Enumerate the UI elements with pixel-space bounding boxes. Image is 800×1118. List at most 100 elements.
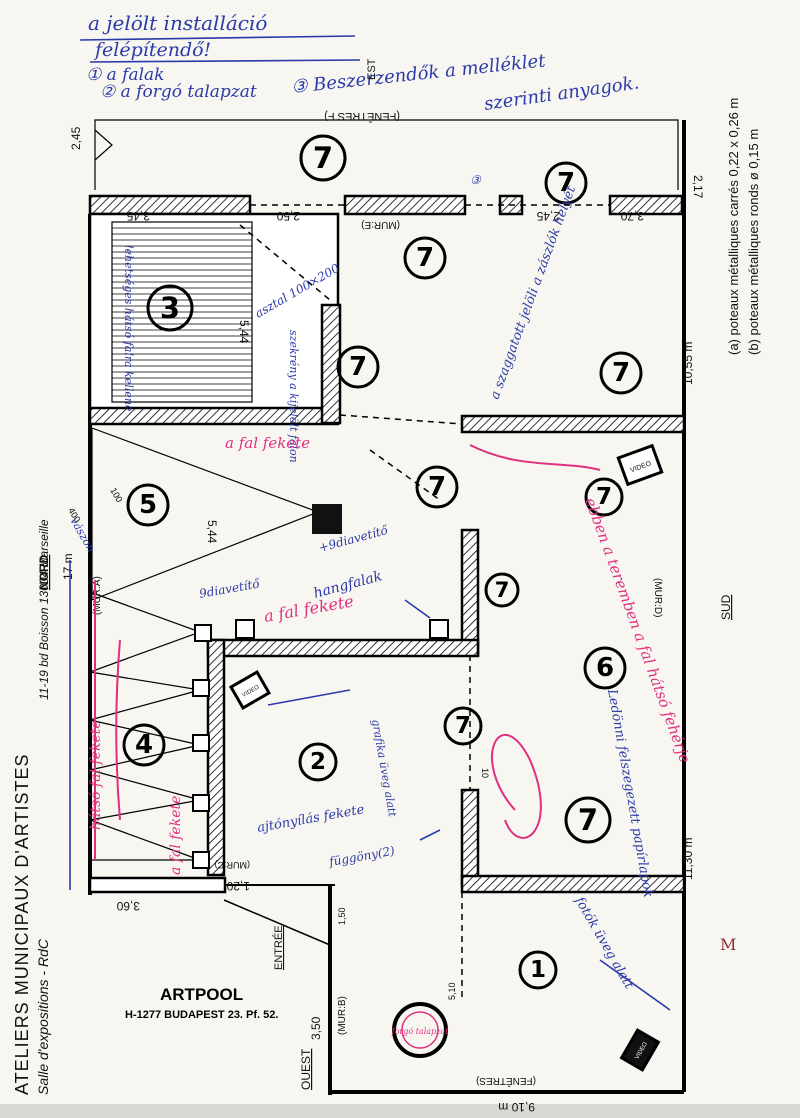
room-number-r7f: 7 bbox=[428, 472, 446, 502]
dimensions: 2,45 2,17 3,45 2,50 2,45 3,70 5,44 5,44 … bbox=[61, 126, 705, 1114]
room-circle-r1 bbox=[518, 950, 558, 990]
scan-border bbox=[0, 1104, 800, 1118]
printed-labels: EST (FENÊTRES F) (MUR:E) (MUR:A) (MUR:D)… bbox=[12, 58, 761, 1095]
note-m: M bbox=[720, 935, 736, 954]
header-line-1: a jelölt installáció bbox=[88, 11, 267, 35]
dim-1055: 10,55 m bbox=[681, 342, 695, 385]
dim-245-mid: 2,45 bbox=[536, 209, 560, 223]
room-number-r4: 4 bbox=[135, 730, 153, 760]
label-mur-b: (MUR:B) bbox=[337, 996, 348, 1035]
room-number-r7j: 7 bbox=[578, 803, 598, 837]
wall-right-lower bbox=[460, 874, 686, 894]
header-line-3: ① a falak bbox=[86, 65, 164, 85]
wall-right-upper bbox=[460, 414, 686, 434]
room-number-r7c: 7 bbox=[416, 243, 434, 273]
label-mur-c: (MUR:C) bbox=[215, 860, 251, 870]
video-monitor-room2: VIDEO bbox=[228, 670, 272, 710]
note-ledonni: Ledönni felszegezett papírlapok bbox=[604, 687, 656, 899]
room-number-r7h: 7 bbox=[495, 578, 510, 602]
room-number-r1: 1 bbox=[530, 957, 546, 983]
label-mur-e: (MUR:E) bbox=[361, 219, 400, 230]
label-est: EST bbox=[366, 58, 378, 80]
projectors bbox=[192, 504, 449, 869]
pen-strokes bbox=[69, 444, 671, 1011]
note-3-circle: ③ bbox=[470, 173, 482, 187]
wall-room4-right bbox=[206, 638, 226, 877]
pedestal-note: forgó talapzat bbox=[391, 1027, 450, 1036]
note-szagzott: a szaggatott jelöli a zászlók helyét bbox=[488, 183, 580, 401]
room-circle-r7b bbox=[544, 161, 588, 205]
dim-17: 17 m bbox=[61, 553, 75, 580]
room-circle-r7c bbox=[403, 236, 447, 280]
note-stairs: lehetséges hátsó falra kellene bbox=[122, 245, 135, 412]
dim-370: 3,70 bbox=[620, 209, 644, 223]
header-line-4: ② a forgó talapzat bbox=[100, 82, 257, 102]
poteaux-a: (a) poteaux métalliques carrés 0,22 x 0,… bbox=[726, 98, 741, 355]
room-circle-r7j bbox=[564, 796, 612, 844]
rotating-pedestal: forgó talapzat bbox=[391, 1002, 450, 1058]
dim-910: 9,10 m bbox=[498, 1100, 535, 1114]
room-circle-r7g bbox=[584, 477, 624, 517]
dim-150: 1,50 bbox=[337, 907, 347, 925]
room-number-r5: 5 bbox=[139, 490, 157, 520]
note-9diavetito-2: 9diavetítő bbox=[198, 576, 261, 600]
dim-1130: 11,30 m bbox=[681, 838, 695, 880]
stamp-address: H-1277 BUDAPEST 23. Pf. 52. bbox=[125, 1009, 278, 1021]
header-line-2: felépítendő! bbox=[93, 39, 211, 61]
note-grafika: grafika üveg alatt bbox=[369, 718, 399, 818]
room-circle-r5 bbox=[126, 483, 170, 527]
header-line-6: szerinti anyagok. bbox=[483, 72, 641, 115]
label-entree: ENTRÉE bbox=[272, 925, 285, 970]
label-salle: Salle d'expositions - RdC bbox=[35, 938, 51, 1095]
room-circle-r2 bbox=[298, 742, 338, 782]
wall-upper-left bbox=[88, 194, 252, 216]
room-number-r3: 3 bbox=[160, 291, 180, 325]
label-address: 11-19 bd Boisson 13004 Marseille bbox=[37, 519, 51, 700]
room-circle-r7e bbox=[599, 351, 643, 395]
note-fotok: fotók üveg alatt bbox=[571, 894, 637, 993]
wall-room4-bottom bbox=[88, 876, 227, 894]
room-circle-r6 bbox=[583, 646, 627, 690]
label-fenetres-bottom: (FENÊTRES) bbox=[476, 1075, 536, 1088]
dim-544-a: 5,44 bbox=[237, 320, 251, 344]
note-ebben: ebben a teremben a fal hátsó fehérje bbox=[581, 495, 694, 765]
note-screen: vászon bbox=[67, 515, 97, 554]
room5-projection-lines bbox=[91, 427, 320, 601]
room-number-r7d: 7 bbox=[349, 352, 367, 382]
room-number-r7b: 7 bbox=[557, 168, 575, 198]
room-circle-r4 bbox=[122, 723, 166, 767]
wall-central-horizontal bbox=[206, 638, 480, 658]
dim-left-245: 2,45 bbox=[69, 126, 83, 150]
room-circle-r3 bbox=[146, 284, 194, 332]
dim-345: 3,45 bbox=[126, 209, 150, 223]
header-notes: a jelölt installáció felépítendő! ① a fa… bbox=[79, 11, 641, 115]
projector-room5 bbox=[312, 504, 342, 534]
dim-350: 3,50 bbox=[309, 1016, 323, 1040]
note-wall-black-2: a fal fekete bbox=[262, 591, 355, 625]
video-monitor-room6: VIDEO bbox=[616, 443, 664, 487]
label-mur-a: (MUR:A) bbox=[92, 576, 103, 615]
note-wall-black-3: a fal fekete bbox=[168, 796, 184, 875]
stamp-name: ARTPOOL bbox=[160, 985, 243, 1004]
dim-right-217: 2,17 bbox=[691, 175, 705, 199]
room-circle-r7f bbox=[415, 465, 459, 509]
dim-360: 3,60 bbox=[116, 899, 140, 913]
room-number-r7i: 7 bbox=[455, 713, 471, 739]
dim-120: 1,20 bbox=[226, 879, 250, 893]
room-circle-r7a bbox=[299, 134, 347, 182]
room-circle-r7d bbox=[336, 345, 380, 389]
room-number-r7g: 7 bbox=[596, 484, 612, 510]
room-number-r7e: 7 bbox=[612, 358, 630, 388]
artpool-stamp: ARTPOOL H-1277 BUDAPEST 23. Pf. 52. bbox=[125, 985, 278, 1021]
label-fenetres-top: (FENÊTRES F) bbox=[324, 110, 400, 123]
outer-walls bbox=[88, 119, 686, 1095]
label-sud: SUD bbox=[719, 594, 733, 620]
wall-upper-mid bbox=[343, 194, 467, 216]
stairs bbox=[111, 221, 253, 403]
wall-lower-vertical bbox=[460, 788, 480, 887]
note-szeletek: szekrény a kijelölt falon bbox=[287, 330, 300, 463]
video-monitor-room1: VIDEO bbox=[619, 1028, 661, 1072]
wall-stairs-right bbox=[320, 303, 342, 425]
